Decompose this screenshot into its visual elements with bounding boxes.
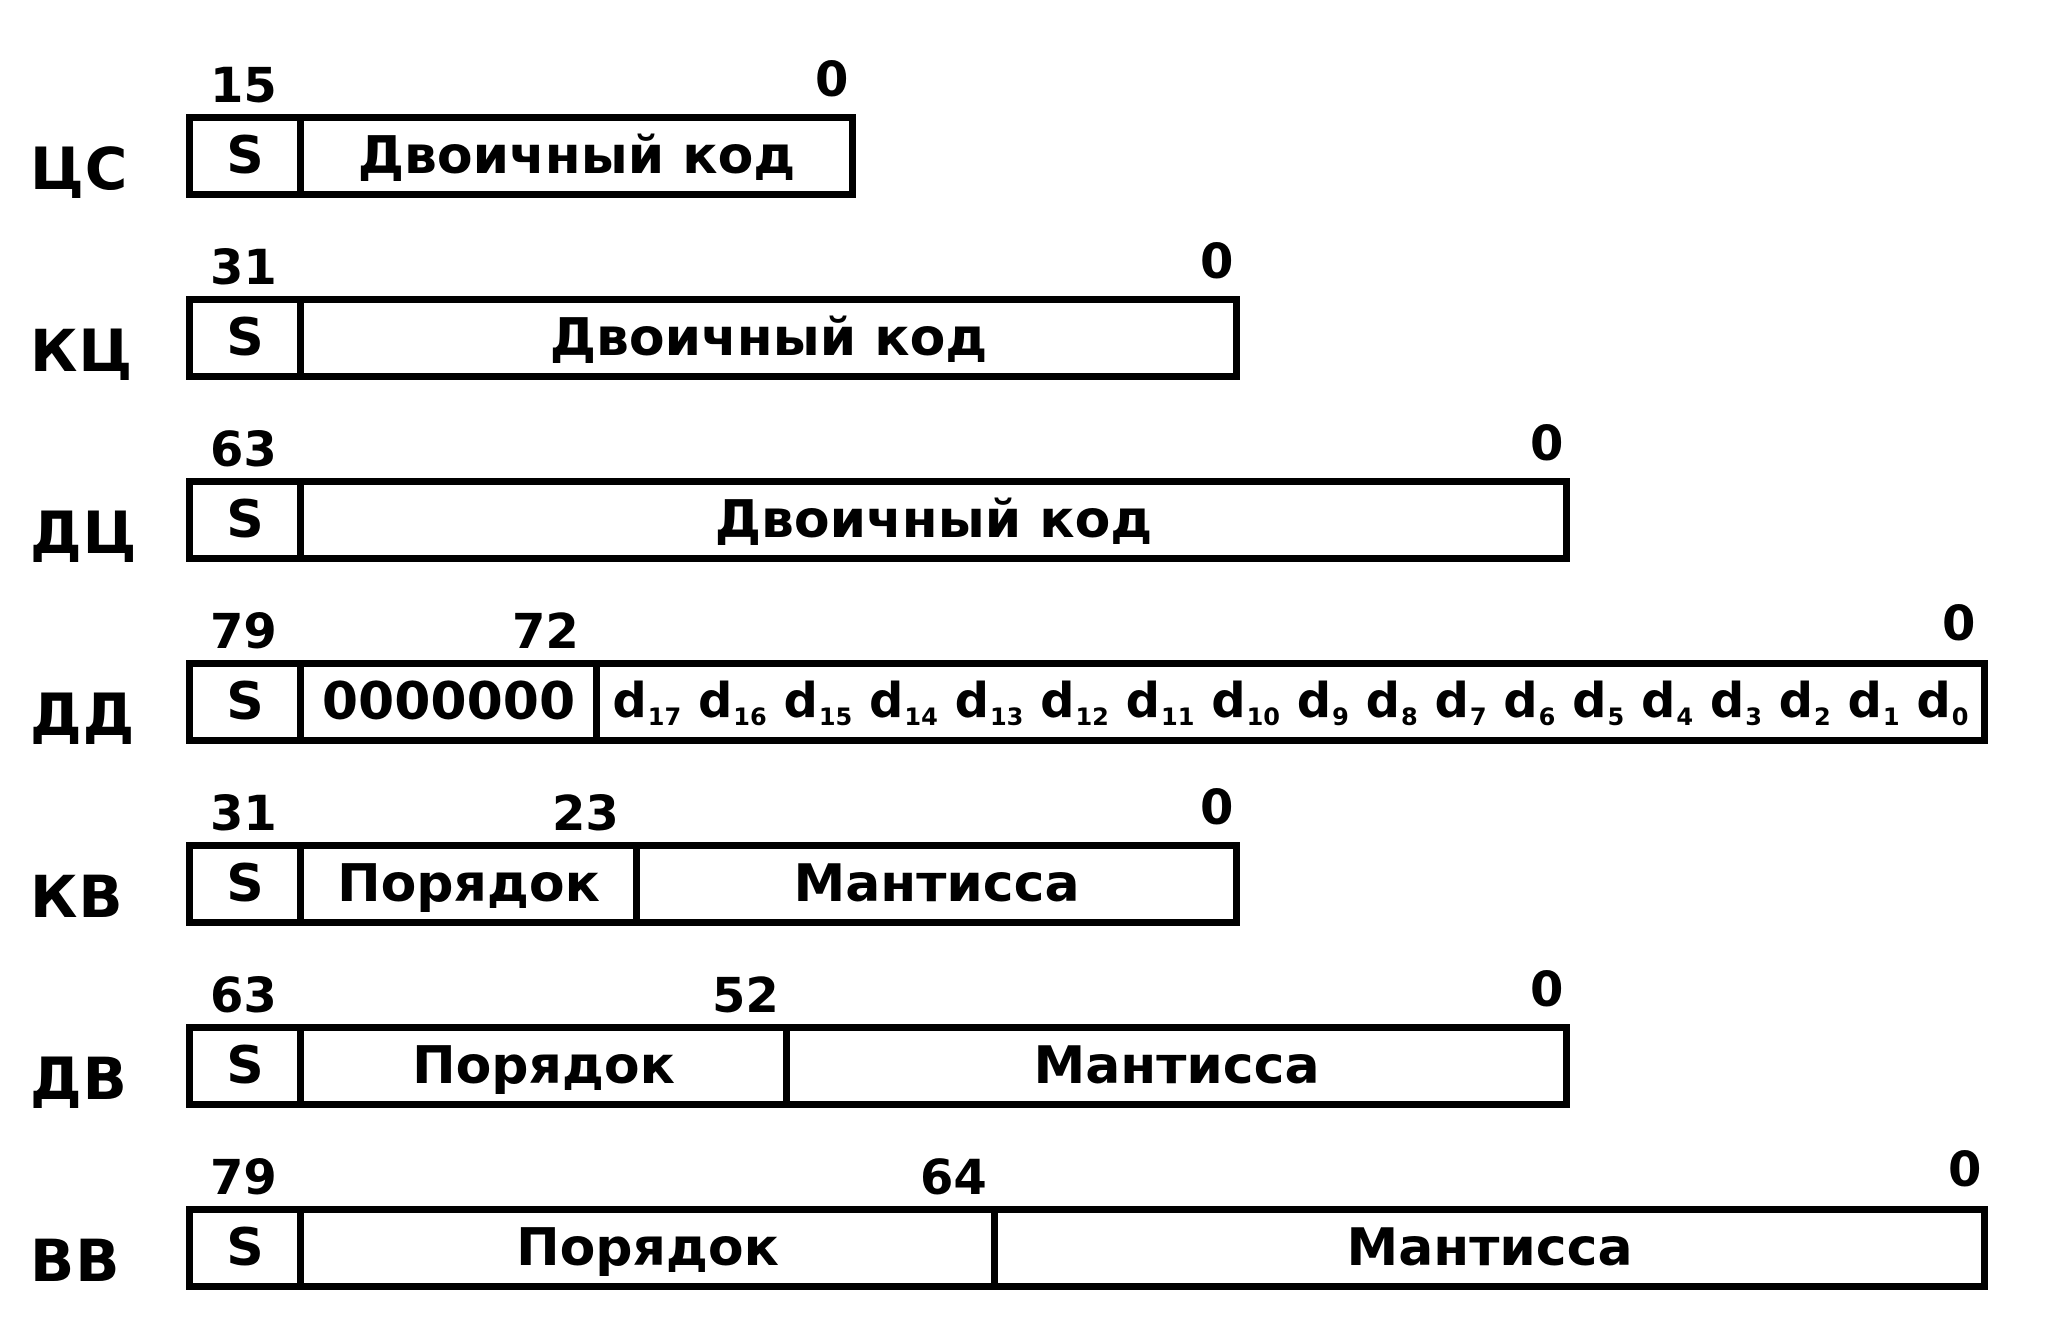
exponent-field: Порядок	[297, 849, 633, 919]
bit-label-mid: 64	[920, 1150, 987, 1206]
bcd-digit: d10	[1211, 673, 1280, 731]
bcd-digit: d12	[1040, 673, 1109, 731]
mantissa-field: Мантисса	[633, 849, 1233, 919]
sign-field: S	[226, 854, 264, 914]
sign-field: S	[226, 1218, 264, 1278]
bcd-digit: d9	[1296, 673, 1349, 731]
bcd-digit: d7	[1434, 673, 1487, 731]
bit-label-msb: 79	[210, 1150, 277, 1206]
bit-label-lsb: 0	[815, 52, 849, 108]
format-box: S 0000000 d17 d16 d15 d14 d13 d12 d11 d10 d9 d8 d7…	[186, 660, 1988, 744]
bit-label-lsb: 0	[1948, 1142, 1982, 1198]
bit-label-msb: 63	[210, 968, 277, 1024]
mantissa-field: Мантисса	[991, 1213, 1981, 1283]
bit-label-mid: 52	[712, 968, 779, 1024]
bcd-digit: d13	[954, 673, 1024, 731]
bit-label-msb: 15	[210, 58, 277, 114]
sign-field: S	[226, 1036, 264, 1096]
row-label: ВВ	[30, 1227, 121, 1295]
bcd-digit: d6	[1503, 673, 1556, 731]
bit-label-lsb: 0	[1530, 962, 1564, 1018]
bcd-digit: d17	[612, 673, 682, 731]
bcd-digit: d15	[783, 673, 853, 731]
bit-label-msb: 31	[210, 786, 277, 842]
bit-label-mid: 72	[512, 604, 579, 660]
exponent-field: Порядок	[297, 1031, 783, 1101]
bit-label-mid: 23	[552, 786, 619, 842]
bit-label-msb: 63	[210, 422, 277, 478]
bit-label-msb: 79	[210, 604, 277, 660]
sign-field: S	[226, 308, 264, 368]
row-label: КВ	[30, 863, 124, 931]
bit-label-msb: 31	[210, 240, 277, 296]
bcd-digit: d3	[1709, 673, 1762, 731]
bit-label-lsb: 0	[1942, 596, 1976, 652]
bit-label-lsb: 0	[1200, 780, 1234, 836]
format-box: S Двоичный код	[186, 478, 1570, 562]
bit-label-lsb: 0	[1200, 234, 1234, 290]
row-label: ЦС	[30, 135, 129, 203]
bcd-digit: d2	[1778, 673, 1831, 731]
bcd-digit: d5	[1572, 673, 1625, 731]
format-box: S Порядок Мантисса	[186, 842, 1240, 926]
bcd-digit: d8	[1365, 673, 1418, 731]
sign-field: S	[226, 672, 264, 732]
format-box: S Порядок Мантисса	[186, 1206, 1988, 1290]
row-label: ДД	[30, 681, 136, 749]
bcd-digit: d14	[869, 673, 938, 731]
bcd-digit: d4	[1640, 673, 1694, 731]
row-label: ДВ	[30, 1045, 128, 1113]
format-box: S Порядок Мантисса	[186, 1024, 1570, 1108]
row-label: КЦ	[30, 317, 134, 385]
bcd-digit: d1	[1847, 673, 1900, 731]
exponent-field: Порядок	[297, 1213, 991, 1283]
binary-code-field: Двоичный код	[297, 485, 1563, 555]
zero-padding-field: 0000000	[297, 667, 593, 737]
mantissa-field: Мантисса	[783, 1031, 1563, 1101]
bcd-digits-field: d17 d16 d15 d14 d13 d12 d11 d10 d9 d8 d7 d6 d5 d4 d3 d2…	[593, 667, 1981, 737]
bcd-digit: d11	[1125, 673, 1195, 731]
sign-field: S	[226, 490, 264, 550]
binary-code-field: Двоичный код	[297, 303, 1233, 373]
row-label: ДЦ	[30, 499, 138, 567]
bit-label-lsb: 0	[1530, 416, 1564, 472]
format-box: S Двоичный код	[186, 114, 856, 198]
format-box: S Двоичный код	[186, 296, 1240, 380]
bcd-digit: d0	[1916, 673, 1969, 731]
binary-code-field: Двоичный код	[297, 121, 849, 191]
bcd-digit: d16	[697, 673, 767, 731]
sign-field: S	[226, 126, 264, 186]
